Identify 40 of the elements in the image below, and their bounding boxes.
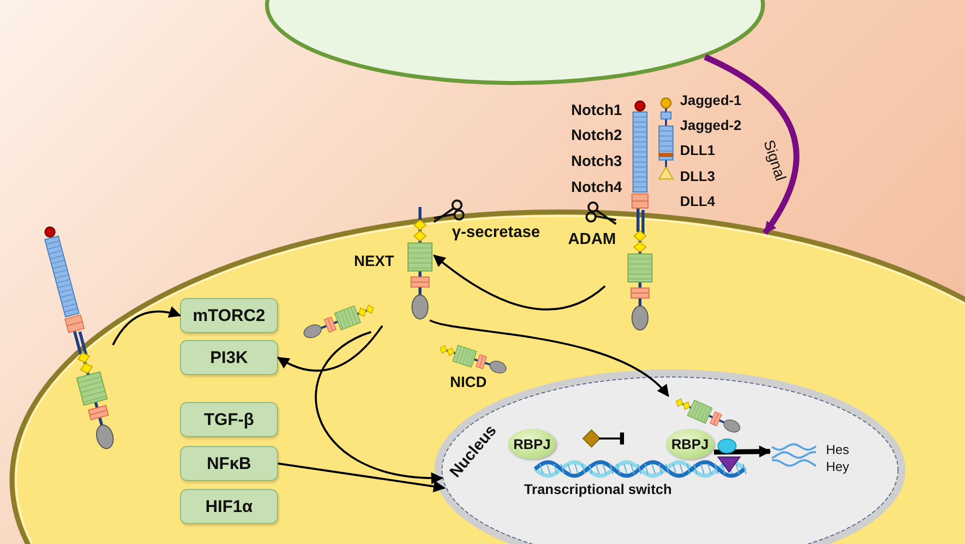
pathway-box (180, 298, 278, 333)
enzyme-label: γ-secretase (452, 224, 540, 242)
caption-label: Transcriptional switch (524, 481, 672, 497)
repressor-diamond (584, 431, 599, 446)
receptor-label: Notch4 (570, 179, 622, 196)
pathway-box (180, 446, 278, 481)
receptor-label: Notch1 (570, 102, 622, 119)
arrow (276, 325, 384, 372)
node-label: Hey (826, 459, 850, 474)
protein-label: RBPJ (671, 436, 709, 452)
receptor-label: Notch3 (570, 153, 622, 170)
pathway-box (180, 402, 278, 437)
pathway-label: NFκB (206, 454, 252, 474)
pathway-box (180, 489, 278, 524)
edge-label: Signal (760, 138, 789, 183)
arrow (315, 331, 444, 484)
arrow (704, 54, 800, 235)
ligand-label: Jagged-2 (680, 117, 742, 133)
ligand-label: DLL4 (680, 193, 715, 209)
arrow (112, 306, 182, 346)
enzyme-label: ADAM (568, 231, 616, 249)
arrow (429, 319, 670, 397)
ligand-label: Jagged-1 (680, 92, 742, 108)
pathway-label: PI3K (210, 348, 248, 368)
pathway-box (180, 340, 278, 375)
arrow (714, 446, 772, 458)
inhibition-line (599, 432, 624, 444)
node-label: NEXT (354, 253, 394, 270)
pathway-label: mTORC2 (192, 306, 266, 326)
arrow (433, 254, 606, 310)
nucleus (435, 370, 905, 544)
ligand-label: DLL1 (680, 142, 715, 158)
ligand-label: DLL3 (680, 168, 715, 184)
node-label: NICD (450, 374, 487, 391)
receptor-label: Notch2 (570, 127, 622, 144)
arrow (278, 462, 446, 492)
protein-label: RBPJ (513, 436, 551, 452)
node-label: Hes (826, 442, 850, 457)
pathway-label: TGF-β (204, 410, 254, 430)
pathway-label: HIF1α (205, 496, 253, 516)
